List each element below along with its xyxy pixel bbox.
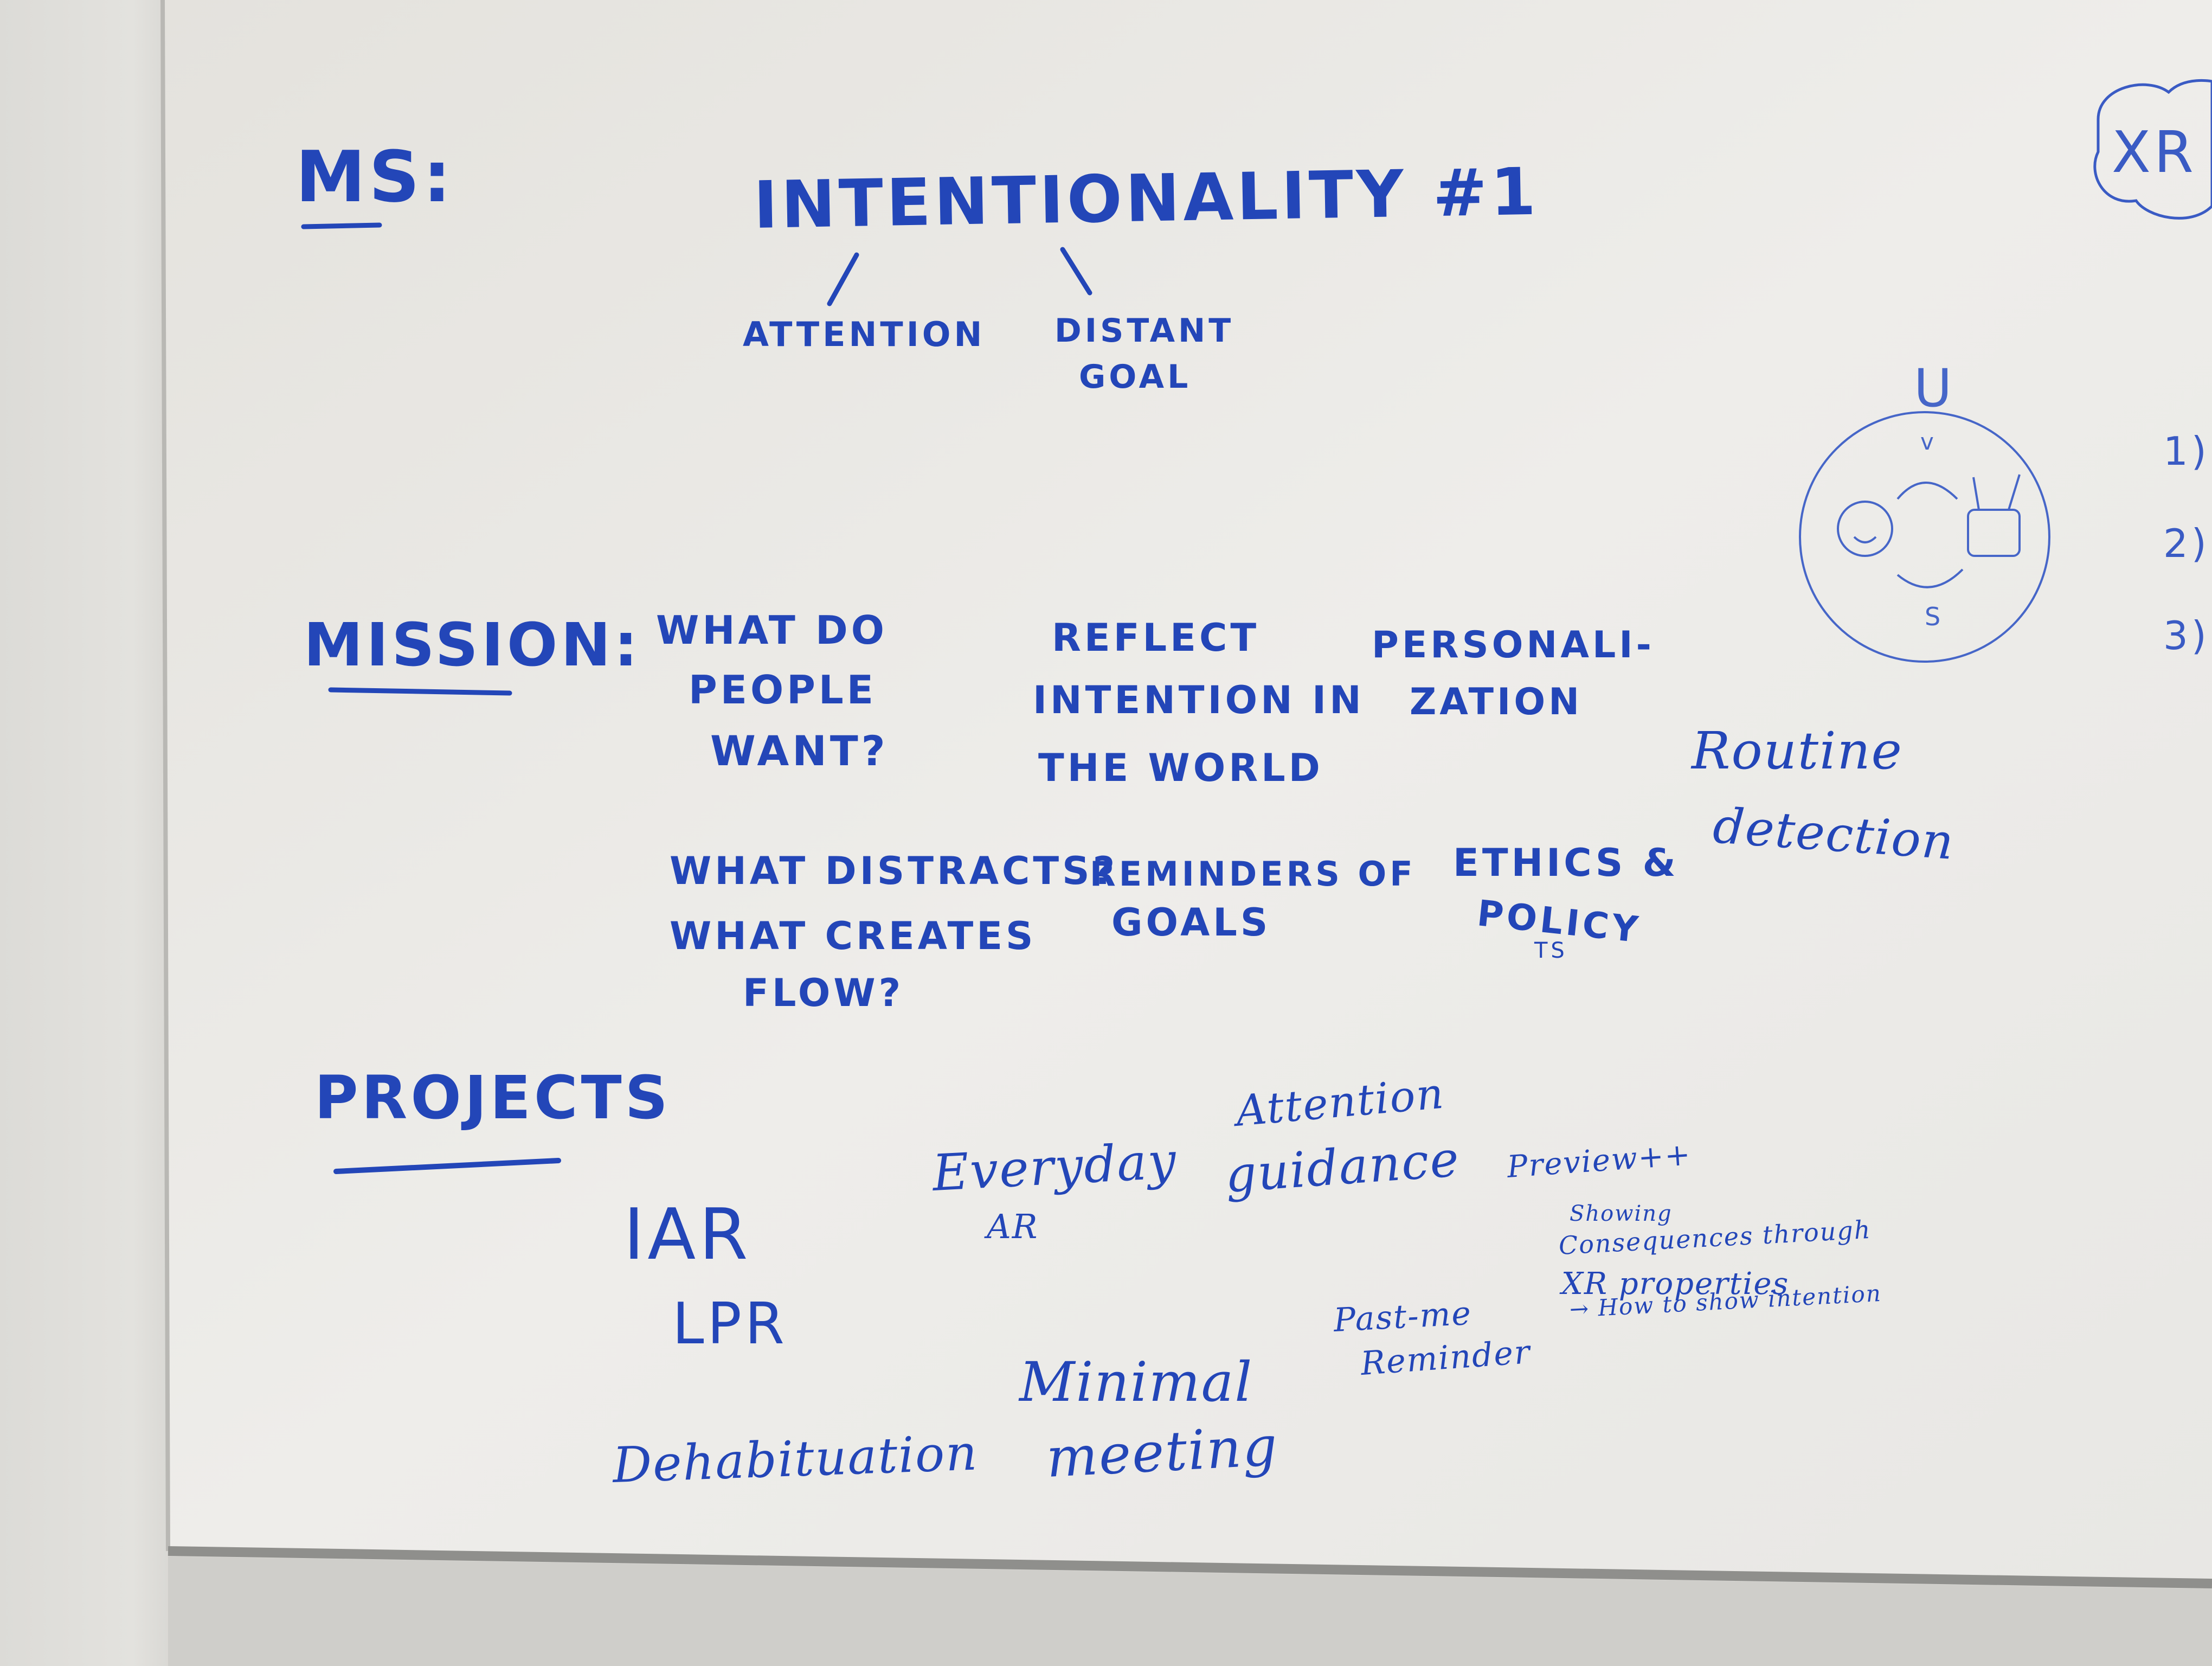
mission-what-do: WHAT DO: [656, 607, 888, 653]
diagram-mark-u: U: [1914, 358, 1956, 419]
right-edge-item-3: 3): [2163, 613, 2210, 658]
board-left-edge: [160, 0, 170, 1552]
mission-ts: TS: [1534, 938, 1568, 963]
diagram-mark-s: S: [1925, 602, 1944, 631]
project-xr-properties: XR properties: [1561, 1266, 1790, 1302]
cycle-arrow-bottom: [1896, 568, 1964, 588]
smiley-face-icon: [1837, 501, 1893, 557]
mission-intention-in: INTENTION IN: [1033, 678, 1365, 722]
robot-antenna-right: [2008, 474, 2021, 510]
mission-people: PEOPLE: [689, 667, 877, 713]
mission-routine: Routine: [1692, 721, 1903, 781]
mission-what-creates: WHAT CREATES: [670, 914, 1037, 958]
project-iar: IAR: [623, 1193, 751, 1276]
mission-label: MISSION:: [304, 610, 641, 680]
mission-what-distracts: WHAT DISTRACTS?: [670, 849, 1118, 893]
project-meeting: meeting: [1044, 1414, 1280, 1490]
right-edge-item-1: 1): [2163, 428, 2210, 474]
board-title: INTENTIONALITY #1: [753, 154, 1540, 244]
robot-antenna-left: [1972, 477, 1980, 510]
projects-underline: [333, 1158, 561, 1174]
xr-cloud: [2093, 79, 2212, 220]
board-bottom-frame: [168, 1546, 2212, 1588]
mission-reminders-of: REMINDERS OF: [1090, 854, 1416, 894]
diagram-mark-v: v: [1920, 428, 1937, 455]
right-edge-xr: XR: [2112, 119, 2197, 185]
project-showing: Showing: [1570, 1201, 1673, 1226]
mission-personali: PERSONALI-: [1372, 624, 1655, 667]
mission-want: WANT?: [710, 727, 889, 775]
projects-label: PROJECTS: [314, 1063, 671, 1132]
smiley-mouth: [1853, 536, 1877, 543]
mission-reflect: REFLECT: [1052, 616, 1260, 660]
mission-the-world: THE WORLD: [1038, 746, 1323, 790]
branch-goal: GOAL: [1079, 358, 1192, 396]
branch-attention: ATTENTION: [743, 315, 986, 354]
ms-underline: [301, 222, 382, 229]
branch-line-right: [1060, 247, 1092, 296]
project-past-me: Past-me: [1333, 1294, 1473, 1340]
mission-goals: GOALS: [1111, 900, 1271, 945]
robot-icon: [1967, 509, 2021, 557]
board-surface: [163, 0, 2212, 1584]
project-lpr: LPR: [672, 1291, 788, 1357]
branch-distant: DISTANT: [1054, 312, 1234, 350]
diagram-circle: [1799, 411, 2050, 663]
mission-flow: FLOW?: [743, 971, 904, 1015]
project-minimal: Minimal: [1019, 1350, 1253, 1414]
cycle-arrow-top: [1896, 482, 1958, 500]
ms-label: MS:: [295, 136, 454, 218]
board-tray-shadow: [168, 1556, 2212, 1666]
right-edge-item-2: 2): [2163, 521, 2210, 566]
mission-zation: ZATION: [1410, 681, 1583, 723]
project-ar: AR: [987, 1207, 1039, 1246]
mission-underline: [328, 687, 512, 696]
mission-ethics: ETHICS &: [1453, 841, 1679, 885]
branch-line-left: [827, 252, 859, 306]
